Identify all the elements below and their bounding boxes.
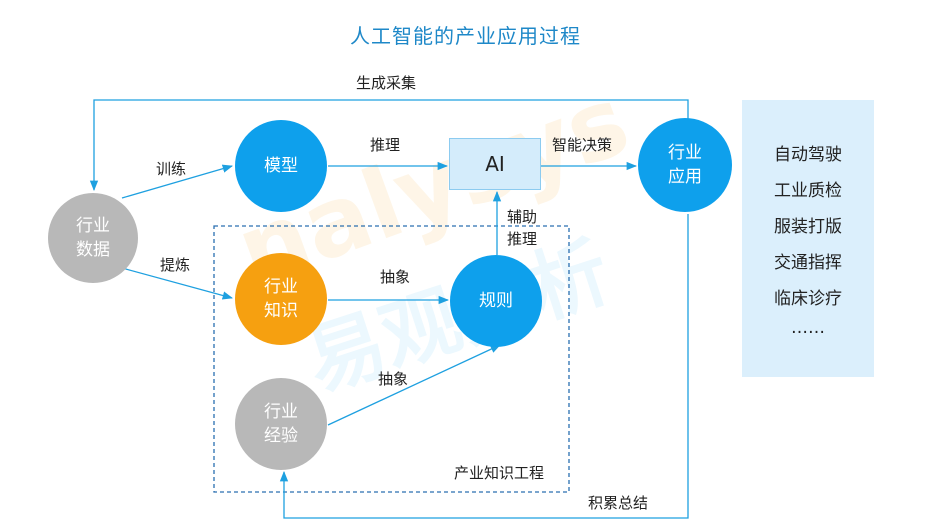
node-industry-application-line1: 行业	[668, 143, 702, 163]
application-item: 交通指挥	[774, 253, 842, 273]
node-model: 模型	[235, 120, 327, 212]
application-item: 服装打版	[774, 217, 842, 237]
node-rule: 规则	[450, 255, 542, 347]
label-abstract-2: 抽象	[378, 370, 409, 388]
node-industry-knowledge-line2: 知识	[264, 301, 298, 321]
application-item: 自动驾驶	[774, 145, 842, 165]
abstract-arrow-2	[327, 344, 501, 426]
label-generate-collect: 生成采集	[356, 74, 417, 92]
generate-collect-arrow	[89, 99, 689, 192]
application-item: ……	[791, 318, 825, 338]
label-region: 产业知识工程	[454, 464, 545, 482]
label-smart-decision: 智能决策	[552, 136, 613, 154]
application-item: 临床诊疗	[774, 289, 842, 309]
label-accumulate: 积累总结	[588, 494, 649, 512]
node-industry-application: 行业 应用	[638, 118, 732, 212]
node-industry-application-line2: 应用	[668, 167, 702, 187]
node-ai: AI	[449, 138, 541, 190]
applications-panel: 自动驾驶 工业质检 服装打版 交通指挥 临床诊疗 ……	[742, 100, 874, 377]
node-industry-knowledge: 行业 知识	[235, 253, 327, 345]
diagram-title: 人工智能的产业应用过程	[350, 24, 581, 48]
knowledge-engineering-region	[213, 225, 570, 493]
accumulate-arrow	[279, 214, 689, 519]
node-industry-experience: 行业 经验	[235, 378, 327, 470]
node-industry-data: 行业 数据	[48, 193, 138, 283]
node-industry-knowledge-line1: 行业	[264, 277, 298, 297]
label-train: 训练	[156, 160, 187, 178]
node-industry-experience-line1: 行业	[264, 402, 298, 422]
train-arrow	[121, 164, 233, 199]
node-model-label: 模型	[264, 156, 298, 176]
node-ai-label: AI	[485, 152, 505, 176]
extract-arrow	[121, 267, 234, 300]
application-item: 工业质检	[774, 181, 842, 201]
node-industry-data-line1: 行业	[76, 216, 110, 236]
label-assist-infer-line1: 辅助	[507, 208, 538, 226]
node-industry-experience-line2: 经验	[264, 426, 298, 446]
label-extract: 提炼	[160, 256, 191, 274]
node-industry-data-line2: 数据	[76, 240, 110, 260]
label-infer: 推理	[370, 136, 401, 154]
label-assist-infer-line2: 推理	[507, 230, 538, 248]
node-rule-label: 规则	[479, 291, 513, 311]
label-abstract-1: 抽象	[380, 268, 411, 286]
